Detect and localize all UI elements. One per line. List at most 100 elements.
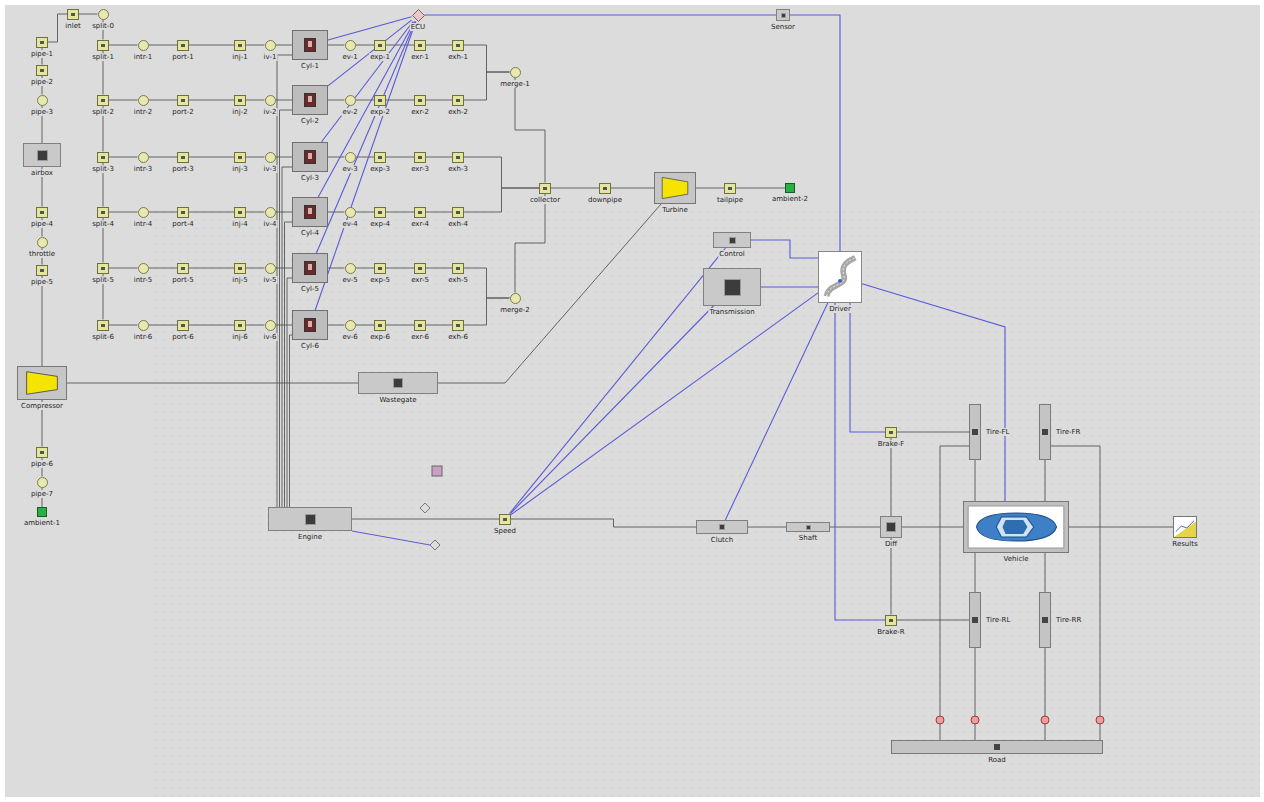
component-label: split-4 bbox=[91, 220, 115, 228]
cylinder-block: Cyl-3 bbox=[292, 142, 328, 172]
component-mark bbox=[101, 156, 105, 159]
cylinder-piston bbox=[308, 41, 312, 47]
pipe-component: exr-1 bbox=[414, 40, 426, 51]
flow-split: pipe-3 bbox=[37, 95, 48, 106]
flow-line bbox=[109, 100, 138, 101]
component-label: port-1 bbox=[171, 53, 194, 61]
flow-line bbox=[748, 527, 786, 528]
flow-line bbox=[149, 268, 178, 269]
flow-line bbox=[356, 268, 375, 269]
pipe-component: inj-2 bbox=[234, 95, 246, 106]
block-icon bbox=[37, 150, 48, 161]
flow-split: iv-2 bbox=[265, 95, 276, 106]
pipe-component: pipe-2 bbox=[36, 65, 48, 76]
component-label: iv-3 bbox=[263, 165, 278, 173]
signal-line bbox=[835, 303, 885, 620]
component-label: pipe-6 bbox=[30, 460, 54, 468]
flow-line bbox=[1051, 446, 1100, 740]
component-label: iv-6 bbox=[263, 333, 278, 341]
component-label: pipe-7 bbox=[30, 490, 54, 498]
component-label: tailpipe bbox=[716, 196, 744, 204]
end-environment: ambient-1 bbox=[37, 507, 47, 517]
component-label: exh-6 bbox=[447, 333, 469, 341]
flow-line bbox=[426, 212, 452, 213]
flow-line bbox=[189, 325, 234, 326]
block-icon bbox=[719, 524, 725, 530]
pipe-component: exp-4 bbox=[374, 207, 386, 218]
component-label: Transmission bbox=[708, 308, 755, 316]
block-icon bbox=[1042, 429, 1048, 435]
component-label: port-2 bbox=[171, 108, 194, 116]
component-mark bbox=[71, 13, 75, 16]
component-mark bbox=[238, 211, 242, 214]
block-icon bbox=[724, 279, 741, 296]
flow-line bbox=[246, 212, 265, 213]
component-label: split-0 bbox=[91, 22, 115, 30]
component-label: Shaft bbox=[798, 534, 818, 542]
pipe-component: exh-1 bbox=[452, 40, 464, 51]
component-label: inj-4 bbox=[231, 220, 248, 228]
flow-line bbox=[328, 325, 345, 326]
signal-line bbox=[425, 14, 777, 15]
component-label: exp-5 bbox=[369, 276, 391, 284]
sensor-symbol bbox=[971, 716, 979, 724]
block-icon bbox=[972, 617, 978, 623]
flow-split: ev-1 bbox=[345, 40, 356, 51]
component-label: downpipe bbox=[587, 196, 623, 204]
component-label: inj-1 bbox=[231, 53, 248, 61]
pipe-component: inj-4 bbox=[234, 207, 246, 218]
pipe-component: exr-3 bbox=[414, 152, 426, 163]
component-label: ev-3 bbox=[341, 165, 358, 173]
turbo-shape bbox=[662, 177, 688, 198]
signal-line bbox=[328, 17, 412, 40]
pipe-component: pipe-6 bbox=[36, 447, 48, 458]
component-label: exp-4 bbox=[369, 220, 391, 228]
signal-line bbox=[321, 22, 413, 143]
component-label: ev-1 bbox=[341, 53, 358, 61]
component-label: exp-6 bbox=[369, 333, 391, 341]
flow-line bbox=[282, 167, 292, 507]
block-icon bbox=[781, 13, 786, 18]
flow-line bbox=[280, 110, 293, 507]
flow-line bbox=[189, 268, 234, 269]
flow-line bbox=[386, 45, 414, 46]
component-label: exh-3 bbox=[447, 165, 469, 173]
flow-line bbox=[109, 268, 138, 269]
pipe-component: pipe-5 bbox=[36, 265, 48, 276]
flow-line bbox=[356, 212, 375, 213]
component-label: iv-5 bbox=[263, 276, 278, 284]
pipe-component: exh-6 bbox=[452, 320, 464, 331]
component-label: iv-1 bbox=[263, 53, 278, 61]
flow-line bbox=[897, 620, 969, 621]
process-box: Shaft bbox=[786, 522, 830, 532]
component-label: Tire-FL bbox=[985, 428, 1011, 436]
component-label: Wastegate bbox=[378, 396, 417, 404]
component-label: split-3 bbox=[91, 165, 115, 173]
component-label: ev-2 bbox=[341, 108, 358, 116]
component-label: Engine bbox=[297, 533, 323, 541]
flow-line bbox=[511, 519, 696, 527]
signal-stub bbox=[352, 531, 430, 545]
component-label: Tire-RL bbox=[985, 616, 1011, 624]
component-label: port-5 bbox=[171, 276, 194, 284]
process-box: Control bbox=[713, 232, 751, 248]
block-icon bbox=[393, 378, 403, 388]
flow-line bbox=[149, 100, 178, 101]
sensor-symbol bbox=[1041, 716, 1049, 724]
component-label: ambient-2 bbox=[771, 195, 809, 203]
component-label: exr-2 bbox=[410, 108, 430, 116]
pipe-component: Brake-R bbox=[885, 615, 897, 626]
pipe-component: port-5 bbox=[177, 263, 189, 274]
sensor-symbol bbox=[1096, 716, 1104, 724]
pipe-component: port-1 bbox=[177, 40, 189, 51]
pipe-component: exp-2 bbox=[374, 95, 386, 106]
flow-line bbox=[276, 157, 293, 158]
component-label: inj-5 bbox=[231, 276, 248, 284]
cylinder-piston bbox=[308, 264, 312, 270]
flow-line bbox=[975, 553, 976, 592]
signal-line bbox=[761, 286, 818, 287]
component-label: ev-4 bbox=[341, 220, 358, 228]
